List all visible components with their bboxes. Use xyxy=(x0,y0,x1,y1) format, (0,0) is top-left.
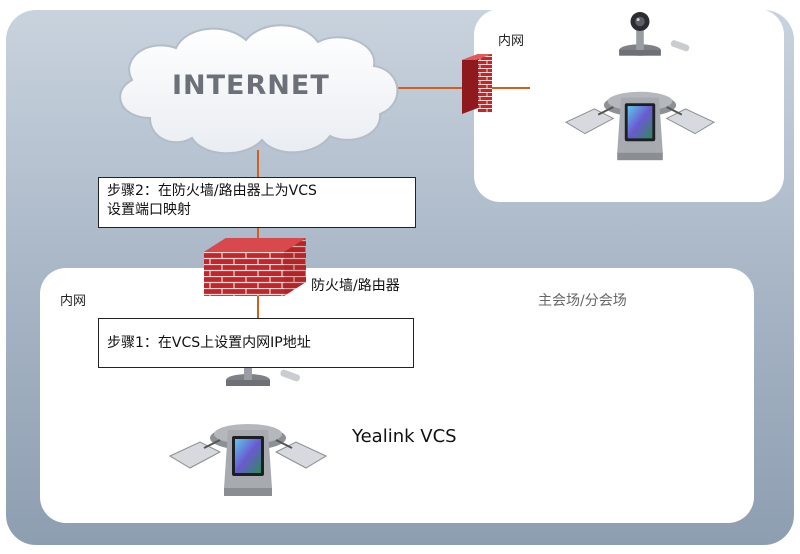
step2-line2: 设置端口映射 xyxy=(107,202,191,218)
firewall-label: 防火墙/路由器 xyxy=(311,278,400,294)
step2-box: 步骤2：在防火墙/路由器上为VCS 设置端口映射 xyxy=(98,177,416,228)
step2-line1: 步骤2：在防火墙/路由器上为VCS xyxy=(107,183,317,199)
step1-text: 步骤1：在VCS上设置内网IP地址 xyxy=(107,334,311,351)
bottom-lan-box xyxy=(40,268,754,523)
product-label: Yealink VCS xyxy=(352,426,457,447)
site-label: 主会场/分会场 xyxy=(538,293,627,309)
top-lan-label: 内网 xyxy=(498,34,525,49)
firewall-icon xyxy=(462,54,492,114)
cloud-icon xyxy=(119,24,399,155)
internet-label: INTERNET xyxy=(172,70,330,101)
step1-box: 步骤1：在VCS上设置内网IP地址 xyxy=(98,318,414,368)
firewall-icon xyxy=(204,238,306,296)
bottom-lan-label: 内网 xyxy=(60,294,87,309)
